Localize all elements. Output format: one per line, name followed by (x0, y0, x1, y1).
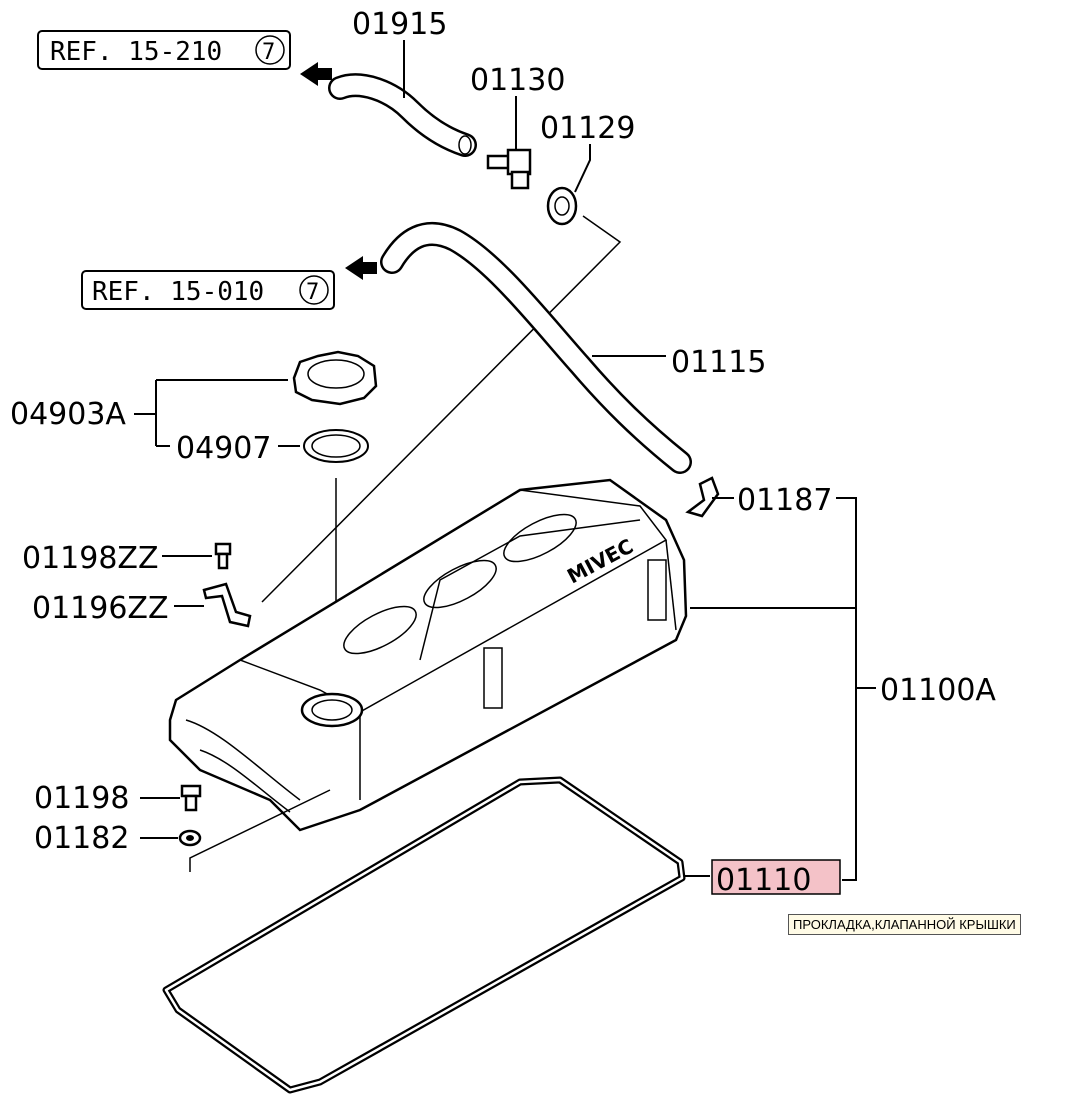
label-01198ZZ[interactable]: 01198ZZ (22, 541, 159, 576)
leader-04903A (134, 379, 288, 447)
bolt-01198[interactable] (180, 784, 202, 812)
label-01196ZZ[interactable]: 01196ZZ (32, 591, 169, 626)
label-01915[interactable]: 01915 (352, 7, 447, 42)
label-04903A[interactable]: 04903A (10, 397, 126, 432)
highlight-01110[interactable]: 01110 (711, 859, 841, 898)
label-01110: 01110 (716, 863, 811, 898)
leader-bolt-to-cover (189, 789, 331, 872)
gasket-01110[interactable] (162, 776, 686, 1094)
label-01115[interactable]: 01115 (671, 345, 766, 380)
pcv-valve-01130[interactable] (486, 148, 532, 190)
fitting-01187[interactable] (685, 476, 720, 518)
hose-01915[interactable] (328, 73, 477, 157)
oil-filler-cap-04903A[interactable] (292, 350, 378, 406)
washer-01182[interactable] (178, 829, 202, 847)
bracket-01196ZZ[interactable] (202, 582, 252, 628)
leader-01129 (574, 144, 591, 193)
ref-15-010-text: REF. 15-010 (92, 277, 264, 307)
label-01129[interactable]: 01129 (540, 111, 635, 146)
part-tooltip: ПРОКЛАДКА,КЛАПАННОЙ КРЫШКИ (788, 914, 1021, 935)
label-01182[interactable]: 01182 (34, 821, 129, 856)
ref-15-210-text: REF. 15-210 (50, 37, 222, 67)
grommet-01129[interactable] (546, 186, 578, 226)
leader-01129-to-cover (261, 215, 622, 603)
label-04907[interactable]: 04907 (176, 431, 271, 466)
ref-15-010-circle: 7 (306, 280, 319, 305)
arrow-ref-15-210 (300, 62, 332, 86)
oring-04907[interactable] (303, 429, 369, 463)
label-01198[interactable]: 01198 (34, 781, 129, 816)
label-01130[interactable]: 01130 (470, 63, 565, 98)
bracket-01100A (836, 497, 857, 881)
ref-15-210-circle: 7 (262, 40, 275, 65)
label-01187[interactable]: 01187 (737, 483, 832, 518)
arrow-ref-15-010 (345, 256, 377, 280)
label-01100A[interactable]: 01100A (880, 673, 996, 708)
ref-15-210[interactable]: REF. 15-210 7 (37, 30, 291, 70)
bolt-01198ZZ[interactable] (214, 542, 232, 570)
ref-15-010[interactable]: REF. 15-010 7 (81, 270, 335, 310)
oring-inner (311, 434, 361, 458)
valve-cover-01100A[interactable]: MIVEC (168, 478, 688, 832)
hose-01115[interactable] (380, 221, 692, 474)
